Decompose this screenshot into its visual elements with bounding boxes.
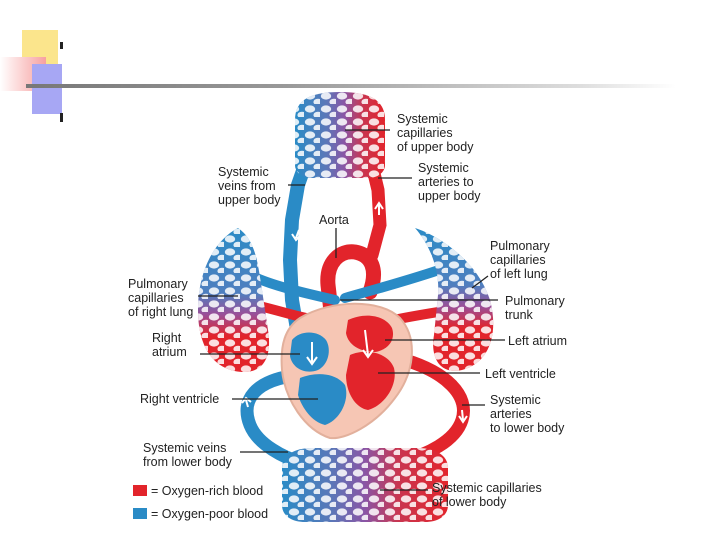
label-systemic-arteries-upper: Systemic arteries to upper body xyxy=(418,161,481,203)
flow-arrows xyxy=(241,201,468,424)
capillaries-upper-body xyxy=(295,92,385,178)
label-left-atrium: Left atrium xyxy=(508,334,567,348)
aortic-arch xyxy=(320,244,381,328)
legend-label-oxygen-poor: = Oxygen-poor blood xyxy=(151,507,268,521)
capillaries-right-lung xyxy=(198,228,270,373)
label-systemic-veins-lower: Systemic veins from lower body xyxy=(143,441,233,469)
leader-lines xyxy=(198,129,505,491)
vein-lower-body xyxy=(240,368,307,469)
label-right-atrium: Right atrium xyxy=(152,331,187,359)
decor-blue-square xyxy=(32,64,62,114)
label-systemic-veins-upper: Systemic veins from upper body xyxy=(218,165,281,207)
label-pulm-cap-right: Pulmonary capillaries of right lung xyxy=(128,277,193,319)
right-ventricle-chamber xyxy=(298,374,347,425)
title-rule xyxy=(26,84,676,88)
vein-upper-body xyxy=(282,158,312,342)
left-ventricle-chamber xyxy=(346,351,395,410)
label-pulm-cap-left: Pulmonary capillaries of left lung xyxy=(490,239,553,281)
decor-tick xyxy=(60,113,63,122)
right-atrium-chamber xyxy=(290,332,329,372)
left-atrium-chamber xyxy=(346,315,394,352)
artery-lower-body xyxy=(398,353,470,467)
label-right-ventricle: Right ventricle xyxy=(140,392,219,406)
label-systemic-arteries-lower: Systemic arteries to lower body xyxy=(490,393,565,435)
label-pulm-trunk: Pulmonary trunk xyxy=(505,294,568,322)
label-aorta: Aorta xyxy=(319,213,349,227)
legend: = Oxygen-rich blood = Oxygen-poor blood xyxy=(133,484,268,521)
legend-swatch-oxygen-rich xyxy=(133,485,147,496)
pulmonary-artery-left xyxy=(340,263,450,303)
label-systemic-cap-lower: Systemic capillaries of lower body xyxy=(432,481,545,509)
decor-tick xyxy=(60,42,63,49)
label-left-ventricle: Left ventricle xyxy=(485,367,556,381)
legend-swatch-oxygen-poor xyxy=(133,508,147,519)
capillaries-lower-body xyxy=(282,448,448,522)
label-systemic-cap-upper: Systemic capillaries of upper body xyxy=(397,112,474,154)
heart xyxy=(280,302,413,440)
legend-label-oxygen-rich: = Oxygen-rich blood xyxy=(151,484,263,498)
